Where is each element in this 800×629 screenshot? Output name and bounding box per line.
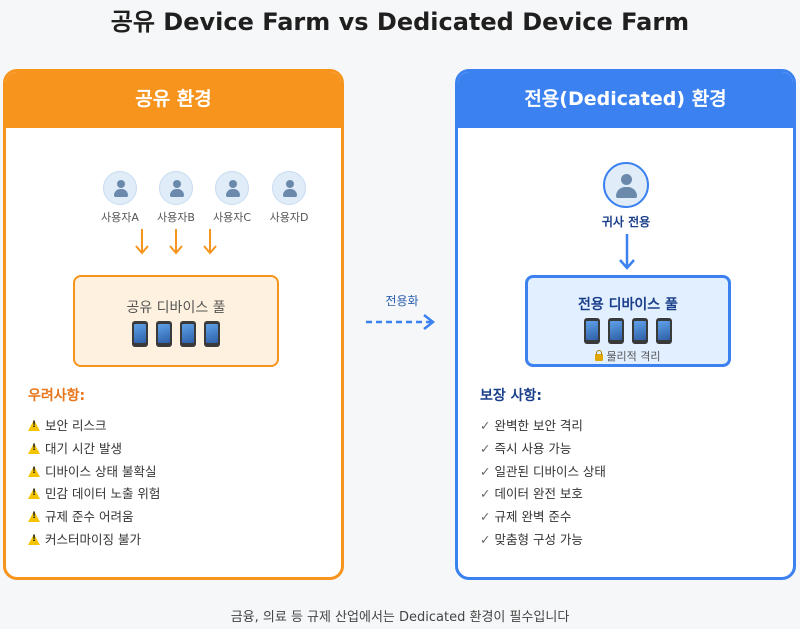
smartphone-icon <box>608 318 624 344</box>
user-d: 사용자D <box>256 171 322 225</box>
pool-title: 공유 디바이스 풀 <box>126 300 226 316</box>
shared-device-pool: 공유 디바이스 풀 <box>73 275 279 367</box>
smartphone-icon <box>180 321 196 347</box>
smartphone-icon <box>584 318 600 344</box>
user-label: 사용자C <box>212 211 252 224</box>
isolation-note: 물리적 격리 <box>528 348 728 364</box>
list-item: 대기 시간 발생 <box>28 439 160 462</box>
user-icon <box>603 162 649 208</box>
user-icon <box>215 171 249 205</box>
footer-note: 금융, 의료 등 규제 산업에서는 Dedicated 환경이 필수입니다 <box>230 610 570 625</box>
pool-title: 전용 디바이스 풀 <box>578 297 678 313</box>
smartphone-icon <box>632 318 648 344</box>
check-icon: ✓ <box>480 418 491 433</box>
concern-text: 보안 리스크 <box>45 418 107 433</box>
arrow-down-icon <box>203 229 217 255</box>
list-item: ✓데이터 완전 보호 <box>480 484 606 507</box>
dedicated-device-pool: 전용 디바이스 풀 물리적 격리 <box>525 275 731 367</box>
warning-icon <box>28 533 40 545</box>
user-icon <box>159 171 193 205</box>
guarantee-text: 완벽한 보안 격리 <box>494 418 583 433</box>
dashed-arrow-right-icon <box>366 314 436 330</box>
user-label: 사용자A <box>101 211 139 224</box>
smartphone-icon <box>132 321 148 347</box>
user-icon <box>103 171 137 205</box>
concern-text: 디바이스 상태 불확실 <box>45 463 157 479</box>
dedicated-user-label: 귀사 전용 <box>601 215 651 229</box>
warning-icon <box>28 488 40 500</box>
guarantee-text: 즉시 사용 가능 <box>494 440 572 456</box>
list-item: 민감 데이터 노출 위험 <box>28 484 160 507</box>
guarantees-title: 보장 사항: <box>480 388 542 404</box>
smartphone-icon <box>156 321 172 347</box>
dedicated-environment-panel: 전용(Dedicated) 환경 귀사 전용 전용 디바이스 풀 물리적 격리 … <box>455 69 796 580</box>
shared-environment-panel: 공유 환경 사용자A 사용자B 사용자C 사용자D 공유 디바이스 풀 우려사항… <box>3 69 344 580</box>
arrow-down-icon <box>169 229 183 255</box>
concern-text: 대기 시간 발생 <box>45 440 122 456</box>
concern-text: 커스터마이징 불가 <box>45 531 141 547</box>
user-label: 사용자B <box>157 211 195 224</box>
page-title: 공유 Device Farm vs Dedicated Device Farm <box>110 8 690 36</box>
guarantee-text: 데이터 완전 보호 <box>494 486 583 502</box>
list-item: 규제 준수 어려움 <box>28 507 160 530</box>
concerns-title: 우려사항: <box>28 388 86 404</box>
shared-panel-header: 공유 환경 <box>6 72 341 128</box>
check-icon: ✓ <box>480 509 491 525</box>
list-item: ✓즉시 사용 가능 <box>480 439 606 462</box>
concerns-list: 보안 리스크 대기 시간 발생 디바이스 상태 불확실 민감 데이터 노출 위험… <box>28 416 160 553</box>
user-icon <box>272 171 306 205</box>
arrow-down-icon <box>619 234 635 270</box>
check-icon: ✓ <box>480 531 491 547</box>
dedicated-panel-header: 전용(Dedicated) 환경 <box>458 72 793 128</box>
list-item: ✓규제 완벽 준수 <box>480 507 606 530</box>
list-item: 보안 리스크 <box>28 416 160 439</box>
warning-icon <box>28 442 40 454</box>
transition-arrow: 전용화 <box>362 292 442 331</box>
lock-icon <box>595 350 604 361</box>
user-c: 사용자C <box>199 171 265 225</box>
list-item: ✓맞춤형 구성 가능 <box>480 530 606 553</box>
user-b: 사용자B <box>143 171 209 225</box>
device-group <box>75 321 277 347</box>
warning-icon <box>28 465 40 477</box>
smartphone-icon <box>656 318 672 344</box>
concern-text: 민감 데이터 노출 위험 <box>45 486 161 502</box>
user-a: 사용자A <box>87 171 153 225</box>
smartphone-icon <box>204 321 220 347</box>
list-item: ✓완벽한 보안 격리 <box>480 416 606 439</box>
arrow-down-icon <box>135 229 149 255</box>
list-item: ✓일관된 디바이스 상태 <box>480 462 606 485</box>
list-item: 디바이스 상태 불확실 <box>28 462 160 485</box>
guarantee-text: 일관된 디바이스 상태 <box>494 463 606 479</box>
transition-label: 전용화 <box>385 294 419 308</box>
guarantees-list: ✓완벽한 보안 격리 ✓즉시 사용 가능 ✓일관된 디바이스 상태 ✓데이터 완… <box>480 416 606 553</box>
concern-text: 규제 준수 어려움 <box>45 509 134 525</box>
guarantee-text: 규제 완벽 준수 <box>494 509 572 525</box>
warning-icon <box>28 420 40 431</box>
isolation-text: 물리적 격리 <box>606 350 661 363</box>
user-label: 사용자D <box>269 211 309 224</box>
device-group <box>528 318 728 344</box>
check-icon: ✓ <box>480 440 491 456</box>
list-item: 커스터마이징 불가 <box>28 530 160 553</box>
guarantee-text: 맞춤형 구성 가능 <box>494 531 583 547</box>
warning-icon <box>28 511 40 523</box>
check-icon: ✓ <box>480 486 491 502</box>
check-icon: ✓ <box>480 463 491 479</box>
